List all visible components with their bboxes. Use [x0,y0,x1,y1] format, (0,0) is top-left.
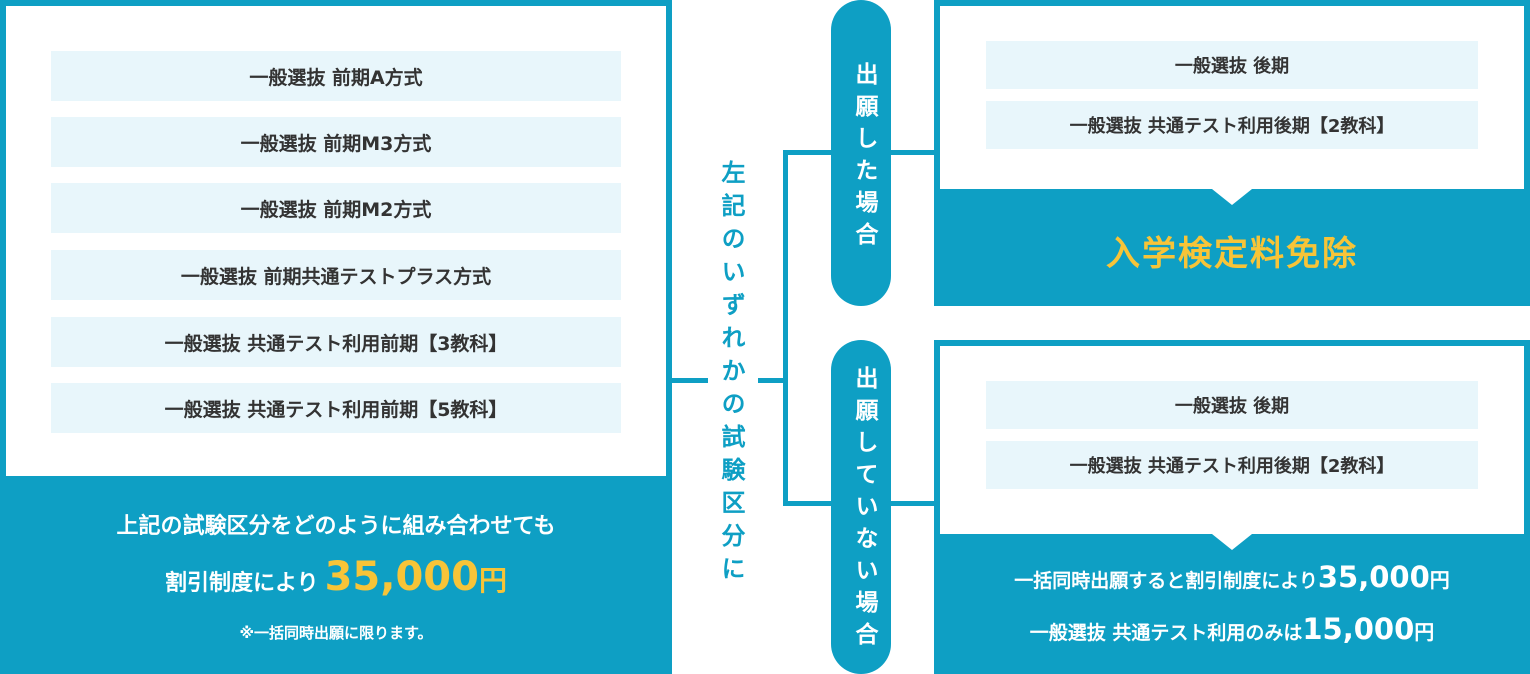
exam-item: 一般選抜 共通テスト利用前期【3教科】 [51,317,621,367]
not-applied-result-panel: 一般選抜 後期 一般選抜 共通テスト利用後期【2教科】 一括同時出願すると割引制… [934,340,1530,674]
first-stage-exams-panel: 一般選抜 前期A方式 一般選抜 前期M3方式 一般選抜 前期M2方式 一般選抜 … [0,0,672,674]
bundle-discount-line: 一括同時出願すると割引制度により 35,000 円 [934,560,1530,594]
bundle-discount-prefix: 一括同時出願すると割引制度により [1014,570,1318,592]
bundle-discount-price: 35,000 [1317,560,1430,594]
discount-price-line: 割引制度により 35,000 円 [0,554,672,600]
common-test-only-price: 15,000 [1302,612,1415,646]
exam-item: 一般選抜 共通テスト利用後期【2教科】 [986,101,1478,149]
common-test-only-prefix: 一般選抜 共通テスト利用のみは [1029,622,1303,644]
applied-exam-list: 一般選抜 後期 一般選抜 共通テスト利用後期【2教科】 [940,6,1524,189]
pointer-notch [1212,534,1252,550]
bundle-discount-yen: 円 [1429,568,1450,592]
discount-condition-text: 上記の試験区分をどのように組み合わせても [116,514,556,539]
exam-item: 一般選抜 前期共通テストプラス方式 [51,250,621,300]
exam-item: 一般選抜 共通テスト利用後期【2教科】 [986,441,1478,489]
pointer-notch [1212,189,1252,205]
exam-item: 一般選抜 後期 [986,381,1478,429]
fee-exemption-text: 入学検定料免除 [1106,234,1358,274]
common-test-only-line: 一般選抜 共通テスト利用のみは 15,000 円 [934,612,1530,646]
connector-label: 左記のいずれかの試験区分に [717,160,745,589]
discount-summary: 上記の試験区分をどのように組み合わせても 割引制度により 35,000 円 ※一… [0,476,672,674]
connector-line-vertical [783,150,788,506]
not-applied-branch-label: 出願していない場合 [851,366,877,654]
exam-item: 一般選抜 後期 [986,41,1478,89]
connector-line-left [672,378,708,383]
connector-line-mid [758,378,788,383]
discount-price: 35,000 [324,554,479,600]
discount-yen: 円 [478,564,507,597]
exam-item: 一般選抜 前期A方式 [51,51,621,101]
exam-item: 一般選抜 前期M3方式 [51,117,621,167]
common-test-only-yen: 円 [1414,620,1435,644]
discount-note: ※一括同時出願に限ります。 [239,624,433,642]
not-applied-exam-list: 一般選抜 後期 一般選抜 共通テスト利用後期【2教科】 [940,346,1524,534]
discount-prefix: 割引制度により [165,571,319,596]
exam-item: 一般選抜 前期M2方式 [51,183,621,233]
applied-result-panel: 一般選抜 後期 一般選抜 共通テスト利用後期【2教科】 入学検定料免除 [934,0,1530,306]
applied-branch-pill: 出願した場合 [831,0,891,306]
exam-item: 一般選抜 共通テスト利用前期【5教科】 [51,383,621,433]
not-applied-branch-pill: 出願していない場合 [831,340,891,674]
first-stage-exam-list: 一般選抜 前期A方式 一般選抜 前期M3方式 一般選抜 前期M2方式 一般選抜 … [6,6,666,476]
applied-branch-label: 出願した場合 [851,62,877,254]
